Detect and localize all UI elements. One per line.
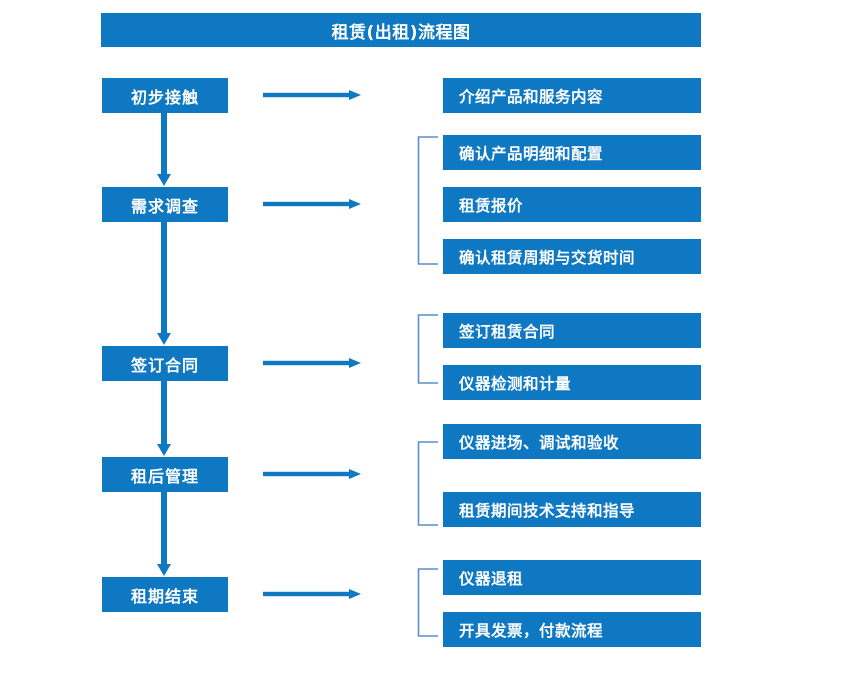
flow-arrow-right-3 [263,358,361,368]
flow-arrow-down-1 [157,113,171,186]
bracket-connector-3 [417,314,438,384]
flow-arrow-down-4 [157,492,171,576]
flow-arrow-right-4 [263,469,361,479]
stage-box-5[interactable]: 租期结束 [102,577,228,612]
flow-arrow-right-1 [263,90,361,100]
flow-arrow-right-2 [263,199,361,209]
detail-box-3-2[interactable]: 仪器检测和计量 [443,365,701,400]
flow-arrow-right-5 [263,589,361,599]
detail-box-4-2[interactable]: 租赁期间技术支持和指导 [443,492,701,527]
stage-box-2[interactable]: 需求调查 [102,187,228,222]
stage-box-4[interactable]: 租后管理 [102,457,228,492]
stage-box-3[interactable]: 签订合同 [102,346,228,381]
detail-box-2-2[interactable]: 租赁报价 [443,187,701,222]
bracket-connector-4 [417,441,438,526]
bracket-connector-2 [417,136,438,265]
detail-box-2-1[interactable]: 确认产品明细和配置 [443,135,701,170]
bracket-connector-5 [417,568,438,637]
stage-box-1[interactable]: 初步接触 [102,78,228,113]
detail-box-2-3[interactable]: 确认租赁周期与交货时间 [443,239,701,274]
flow-arrow-down-3 [157,381,171,456]
detail-box-5-1[interactable]: 仪器退租 [443,560,701,595]
detail-box-4-1[interactable]: 仪器进场、调试和验收 [443,424,701,459]
detail-box-5-2[interactable]: 开具发票，付款流程 [443,612,701,647]
detail-box-3-1[interactable]: 签订租赁合同 [443,313,701,348]
detail-box-1-1[interactable]: 介绍产品和服务内容 [443,78,701,113]
flow-arrow-down-2 [157,222,171,345]
flowchart-title: 租赁(出租)流程图 [101,13,701,47]
